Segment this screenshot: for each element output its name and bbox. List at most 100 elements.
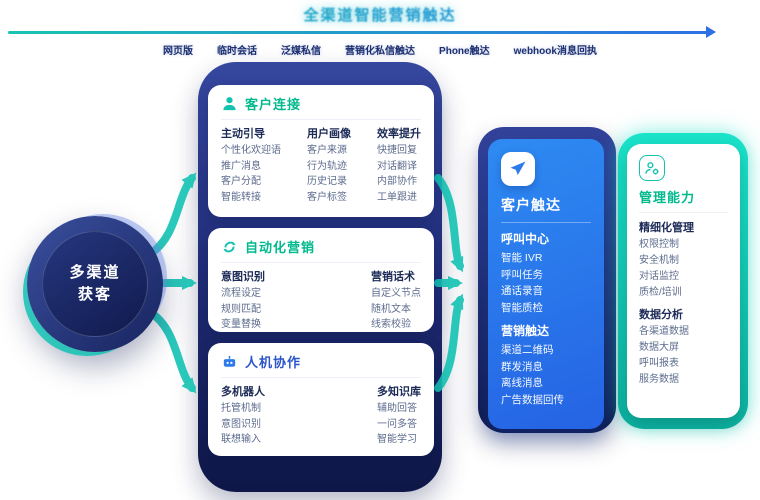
card-columns: 主动引导 个性化欢迎语推广消息客户分配智能转接 用户画像 客户来源行为轨迹历史记…: [221, 125, 421, 205]
card-title: 自动化营销: [245, 240, 316, 255]
divider: [221, 119, 421, 120]
feature-list: 客户来源行为轨迹历史记录客户标签: [307, 143, 351, 205]
column-header: 用户画像: [307, 128, 351, 140]
divider: [221, 377, 421, 378]
reach-title: 客户触达: [501, 195, 591, 223]
feature-item: 呼叫任务: [501, 268, 543, 281]
feature-list: 辅助回答一问多答智能学习: [377, 401, 421, 448]
feature-item: 离线消息: [501, 377, 543, 389]
flow-axis-line: [8, 31, 708, 34]
channel-item: 泛媒私信: [281, 46, 322, 57]
section-header: 精细化管理: [639, 222, 694, 234]
reach-section: 呼叫中心 智能 IVR 呼叫任务通话录音智能质检: [501, 230, 591, 316]
feature-item: 历史记录: [307, 176, 347, 187]
feature-item: 内部协作: [377, 176, 417, 187]
feature-item: 个性化欢迎语: [221, 145, 281, 156]
feature-item: 工单跟进: [377, 191, 417, 203]
card-columns: 多机器人 托管机制意图识别联想输入 多知识库 辅助回答一问多答智能学习: [221, 383, 421, 448]
feature-item: 流程设定: [221, 288, 261, 299]
feature-item: 智能学习: [377, 434, 417, 445]
section-header: 数据分析: [639, 309, 683, 321]
feature-list: 智能 IVR 呼叫任务通话录音智能质检: [501, 250, 591, 316]
feature-item: 一问多答: [377, 418, 417, 430]
section-header: 呼叫中心: [501, 232, 550, 246]
page-title: 全渠道智能营销触达: [0, 4, 760, 25]
person-icon: [221, 95, 238, 112]
feature-item: 客户标签: [307, 191, 347, 203]
column-header: 多知识库: [377, 386, 421, 398]
feature-item: 对话监控: [639, 271, 679, 282]
channel-item: webhook消息回执: [513, 46, 597, 57]
feature-list: 流程设定规则匹配变量替换: [221, 286, 265, 333]
feature-item: 质检/培训: [639, 287, 682, 298]
feature-list: 自定义节点随机文本线索校验: [371, 286, 421, 333]
feature-item: 通话录音: [501, 285, 543, 297]
feature-item: 权限控制: [639, 239, 679, 250]
feature-list: 各渠道数据数据大屏呼叫报表服务数据: [639, 324, 728, 388]
card-header: 客户连接: [221, 94, 421, 113]
source-label-line2: 获客: [77, 286, 112, 303]
feature-column: 多知识库 辅助回答一问多答智能学习: [377, 383, 421, 448]
feature-item: 联想输入: [221, 434, 261, 445]
reach-section: 营销触达 渠道二维码群发消息离线消息广告数据回传: [501, 322, 591, 408]
feature-item: 广告数据回传: [501, 393, 564, 406]
flow-arrow: [434, 293, 464, 392]
flow-arrow: [146, 172, 197, 258]
source-label-line1: 多渠道: [69, 264, 121, 282]
feature-column: 效率提升 快捷回复对话翻译内部协作工单跟进: [377, 125, 421, 205]
source-circle: 多渠道 获客: [27, 216, 163, 352]
feature-item: 服务数据: [639, 374, 679, 385]
channel-item: 临时会话: [217, 46, 258, 57]
feature-item: 线索校验: [371, 319, 411, 330]
feature-item: 呼叫报表: [639, 358, 679, 369]
card-customer-connect: 客户连接 主动引导 个性化欢迎语推广消息客户分配智能转接 用户画像 客户来源行为…: [208, 85, 434, 217]
channel-item: Phone触达: [439, 46, 490, 57]
feature-list: 权限控制安全机制对话监控质检/培训: [639, 237, 728, 301]
person-gear-icon: [639, 155, 665, 181]
card-columns: 意图识别 流程设定规则匹配变量替换 营销话术 自定义节点随机文本线索校验: [221, 268, 421, 333]
feature-item: 随机文本: [371, 303, 411, 315]
feature-item: 变量替换: [221, 319, 261, 330]
manage-section: 数据分析 各渠道数据数据大屏呼叫报表服务数据: [639, 306, 728, 388]
feature-column: 用户画像 客户来源行为轨迹历史记录客户标签: [307, 125, 351, 205]
robot-icon: [221, 353, 238, 370]
divider: [221, 262, 421, 263]
feature-item: 推广消息: [221, 160, 261, 172]
feature-item: 智能 IVR: [501, 252, 543, 264]
feature-item: 智能转接: [221, 191, 261, 203]
feature-item: 辅助回答: [377, 403, 417, 414]
feature-list: 快捷回复对话翻译内部协作工单跟进: [377, 143, 421, 205]
feature-item: 智能质检: [501, 301, 543, 314]
source-circle-inner: 多渠道 获客: [42, 231, 148, 337]
manage-section: 精细化管理 权限控制安全机制对话监控质检/培训: [639, 219, 728, 301]
card-header: 自动化营销: [221, 237, 421, 256]
flow-arrow: [434, 174, 464, 273]
feature-column: 主动引导 个性化欢迎语推广消息客户分配智能转接: [221, 125, 281, 205]
feature-item: 快捷回复: [377, 145, 417, 156]
feature-column: 意图识别 流程设定规则匹配变量替换: [221, 268, 265, 333]
feature-item: 群发消息: [501, 360, 543, 373]
column-header: 意图识别: [221, 271, 265, 283]
send-icon: [501, 152, 535, 186]
feature-item: 客户来源: [307, 145, 347, 156]
column-header: 主动引导: [221, 128, 265, 140]
feature-item: 托管机制: [221, 403, 261, 414]
feature-list: 渠道二维码群发消息离线消息广告数据回传: [501, 342, 591, 408]
card-title: 人机协作: [245, 355, 302, 370]
channel-item: 营销化私信触达: [345, 46, 416, 57]
card-marketing-automation: 自动化营销 意图识别 流程设定规则匹配变量替换 营销话术 自定义节点随机文本线索…: [208, 228, 434, 332]
card-human-machine-collab: 人机协作 多机器人 托管机制意图识别联想输入 多知识库 辅助回答一问多答智能学习: [208, 343, 434, 456]
feature-item: 意图识别: [221, 418, 261, 430]
flow-axis-arrowhead-icon: [706, 26, 716, 38]
feature-list: 个性化欢迎语推广消息客户分配智能转接: [221, 143, 281, 205]
flow-arrow: [146, 308, 197, 394]
card-header: 人机协作: [221, 352, 421, 371]
card-management: 管理能力 精细化管理 权限控制安全机制对话监控质检/培训 数据分析 各渠道数据数…: [627, 144, 740, 418]
feature-item: 规则匹配: [221, 303, 261, 315]
feature-item: 客户分配: [221, 176, 261, 187]
refresh-icon: [221, 238, 238, 255]
feature-item: 数据大屏: [639, 342, 679, 353]
